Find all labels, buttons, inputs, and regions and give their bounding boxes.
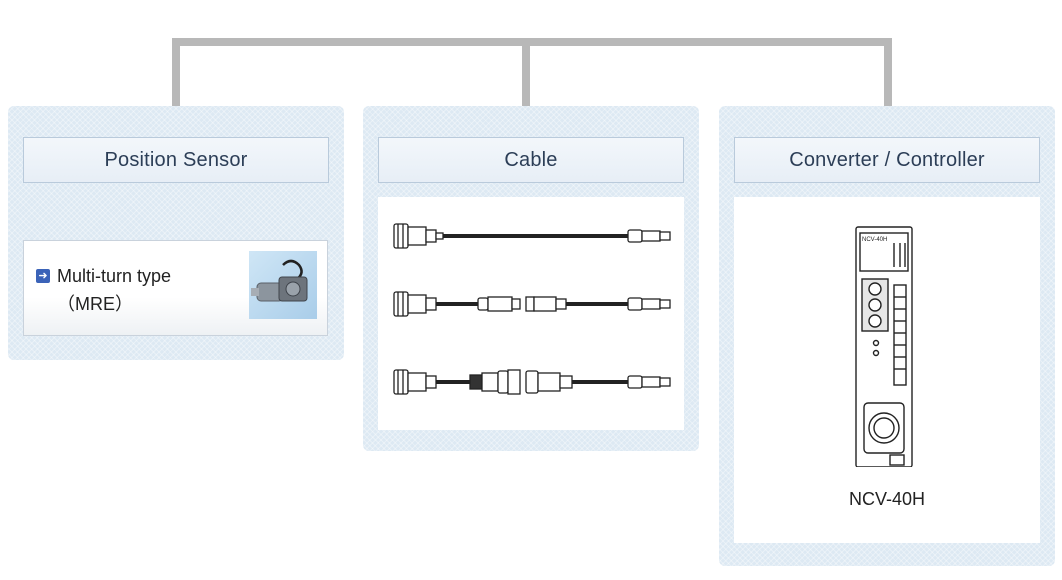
cable-straight (393, 223, 671, 249)
connector-middle-drop (522, 38, 530, 106)
converter-device-drawing: NCV-40H (855, 226, 913, 468)
cable-header: Cable (378, 137, 684, 183)
position-sensor-header: Position Sensor (23, 137, 329, 183)
sensor-product-image (249, 251, 317, 319)
converter-header: Converter / Controller (734, 137, 1040, 183)
cable-diagram-card (378, 197, 684, 430)
sensor-item-label-line2: （MRE） (57, 294, 133, 314)
position-sensor-panel: Position Sensor ➜ Multi-turn type （MRE） (8, 106, 344, 360)
converter-panel: Converter / Controller NCV-40H (719, 106, 1055, 566)
sensor-item-label-line1: Multi-turn type (57, 266, 172, 286)
converter-model-label: NCV-40H (848, 489, 926, 509)
arrow-right-icon: ➜ (36, 269, 50, 283)
device-label: NCV-40H (862, 237, 887, 243)
connector-left-drop (172, 38, 180, 106)
connector-top-bar (172, 38, 892, 46)
cable-drawings (393, 223, 671, 395)
converter-card[interactable]: NCV-40H NCV-40H (734, 197, 1040, 543)
cable-panel: Cable (363, 106, 699, 451)
cable-extension (393, 291, 671, 317)
connector-right-drop (884, 38, 892, 106)
multi-turn-sensor-item[interactable]: ➜ Multi-turn type （MRE） (23, 240, 328, 336)
cable-relay (393, 369, 671, 395)
